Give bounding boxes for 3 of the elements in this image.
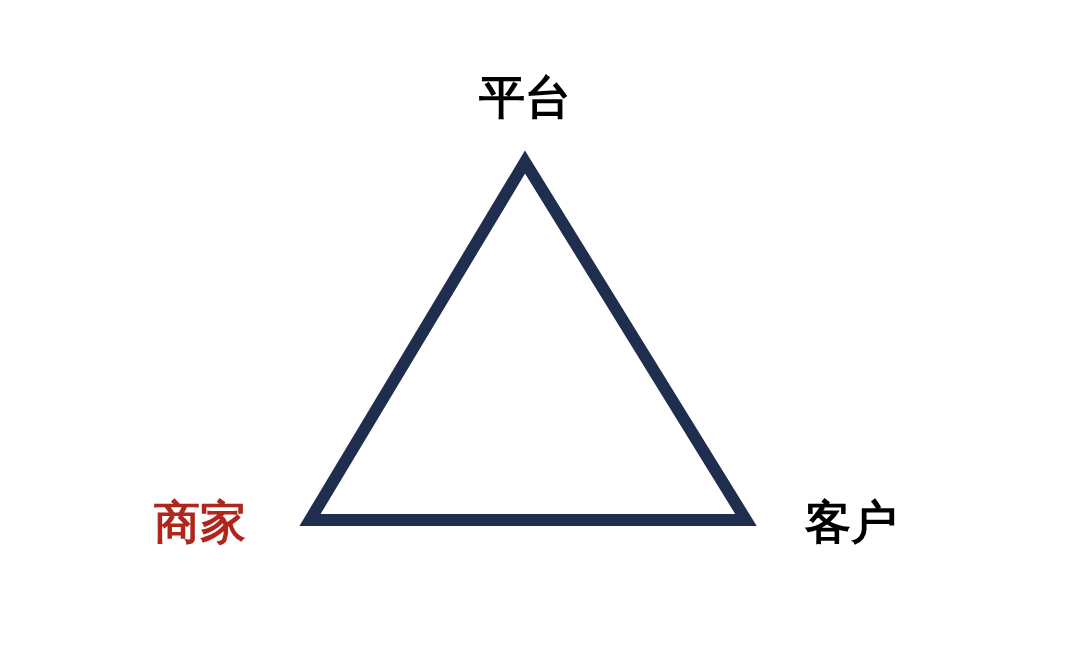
vertex-label: 客户 xyxy=(805,496,897,548)
vertex-label: 平台 xyxy=(479,71,571,123)
vertex-label: 商家 xyxy=(154,496,246,548)
